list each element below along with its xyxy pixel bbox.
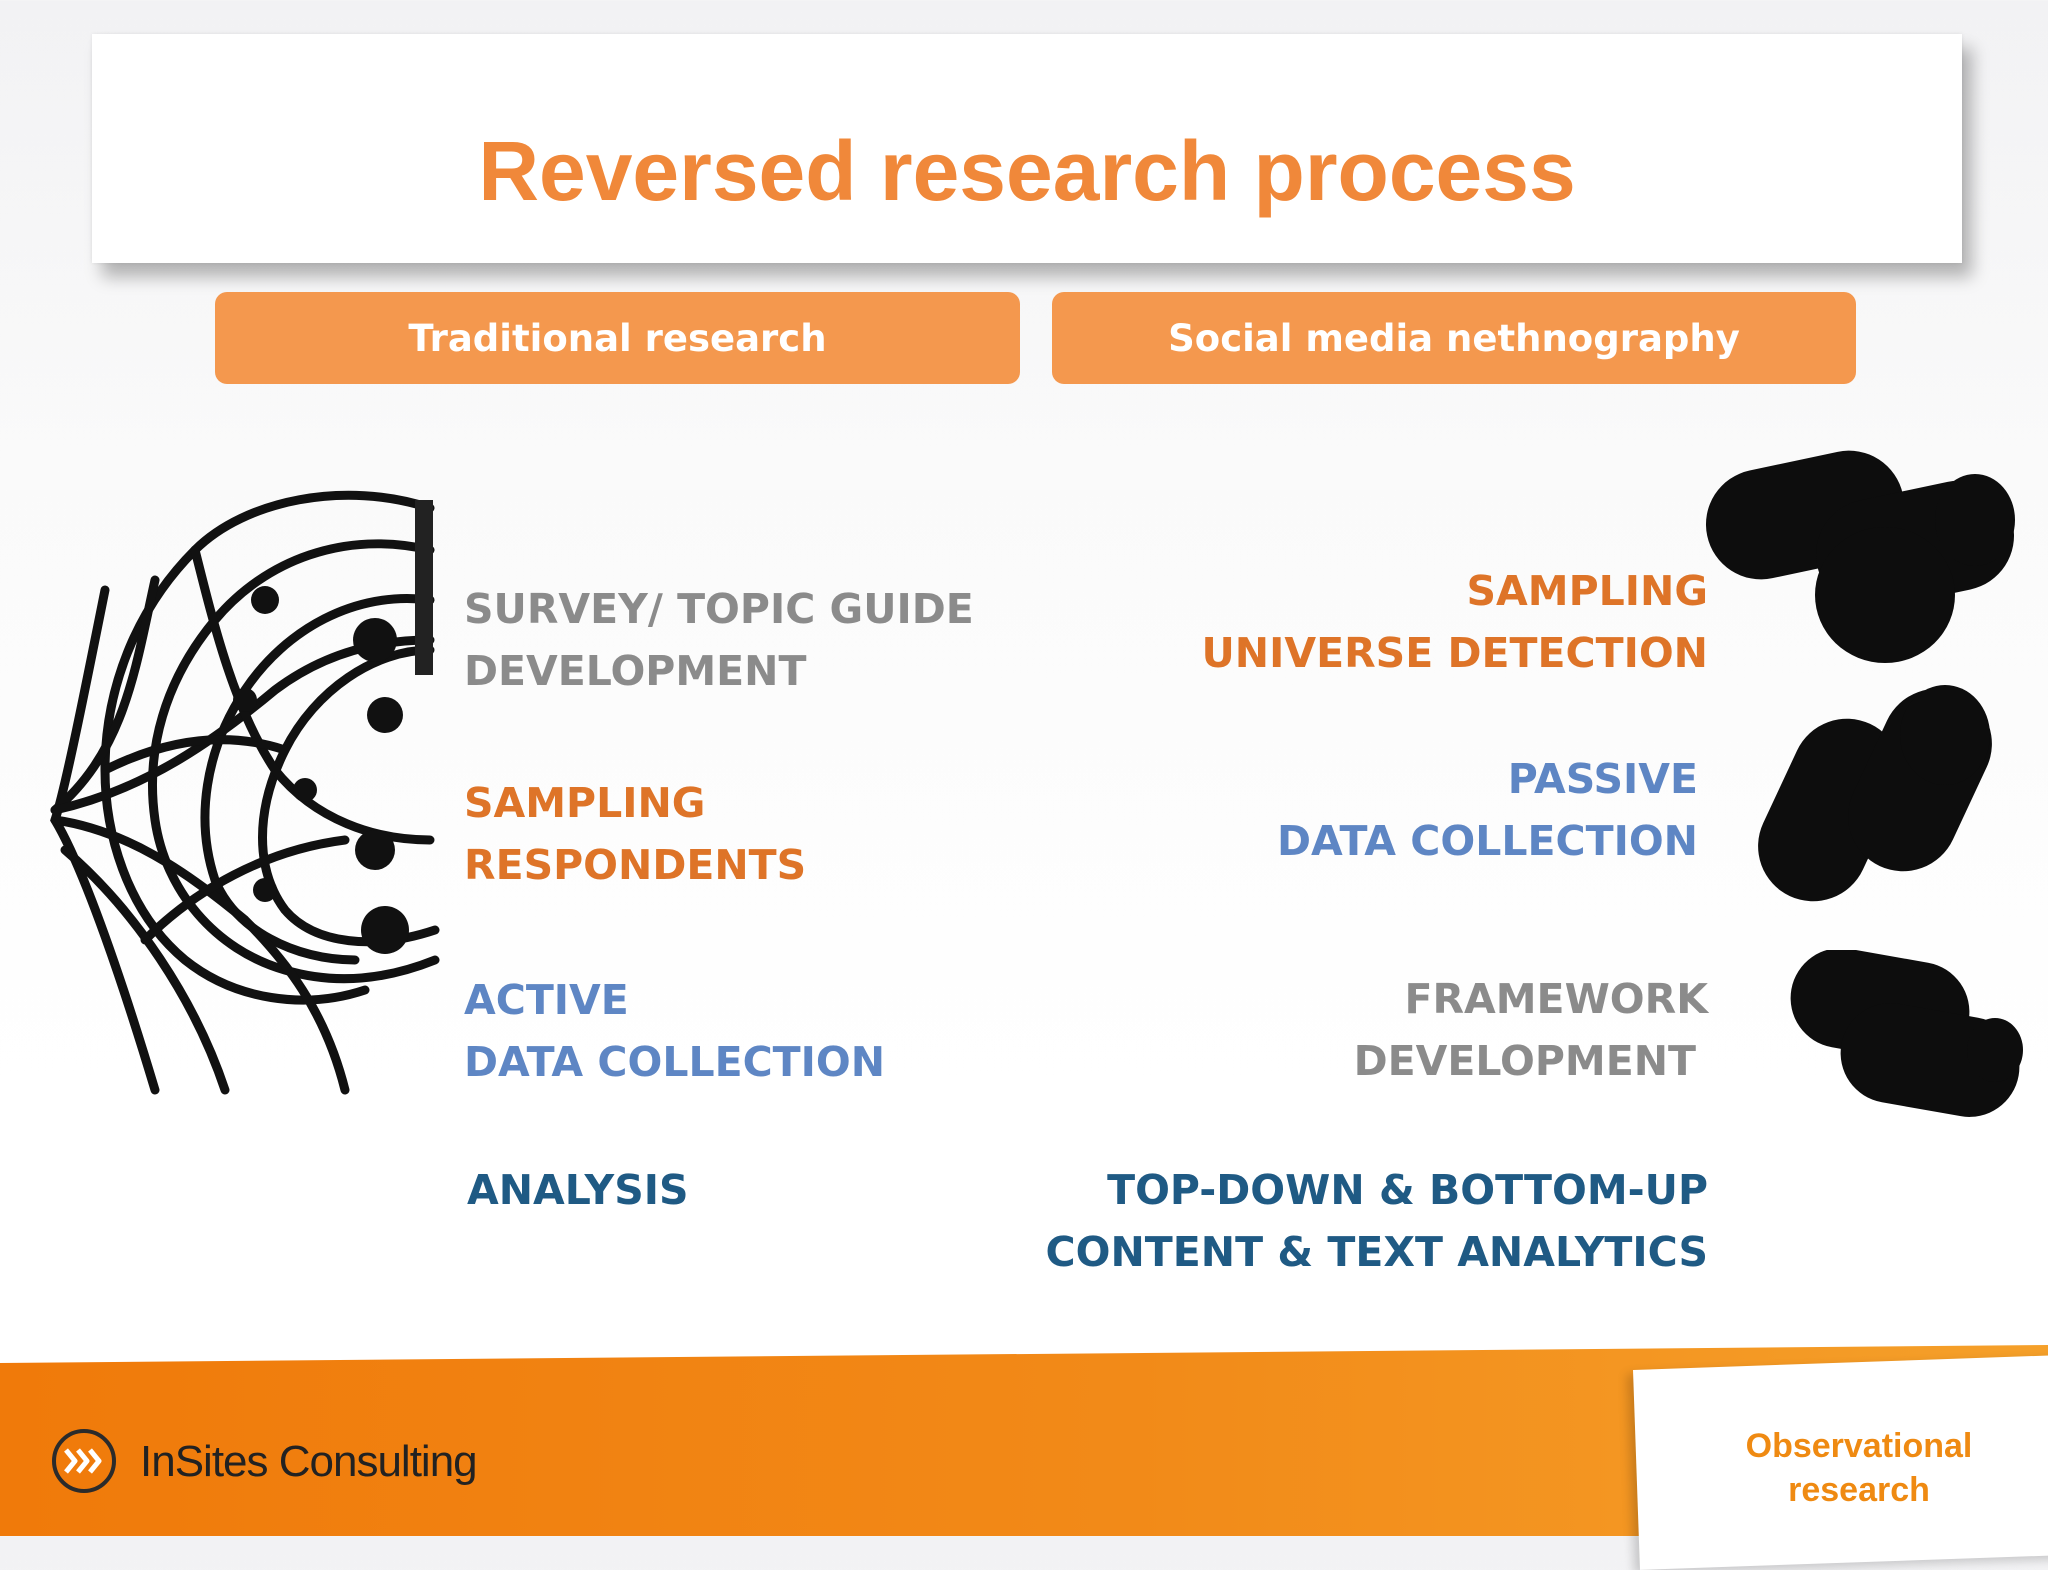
binoculars-icon [1758,685,1992,902]
section-label: Observational research [1700,1424,2018,1512]
step-line: DEVELOPMENT [1353,1037,1696,1085]
nethnography-step-framework-development: FRAMEWORK DEVELOPMENT [1150,968,1708,1092]
step-line: ACTIVE [464,976,629,1024]
step-line: CONTENT & TEXT ANALYTICS [1045,1228,1708,1276]
nethnography-step-sampling: SAMPLING UNIVERSE DETECTION [1150,560,1708,684]
step-line: FRAMEWORK [1404,975,1708,1023]
step-line: RESPONDENTS [464,841,807,889]
step-line: DEVELOPMENT [464,647,807,695]
step-line: ANALYSIS [467,1166,689,1214]
slide-title: Reversed research process [478,124,1576,218]
traditional-step-active-data-collection: ACTIVE DATA COLLECTION [464,969,885,1093]
step-line: TOP-DOWN & BOTTOM-UP [1107,1166,1708,1214]
step-line: DATA COLLECTION [464,1038,886,1086]
nethnography-step-analytics: TOP-DOWN & BOTTOM-UP CONTENT & TEXT ANAL… [1000,1159,1708,1283]
title-card: Reversed research process [92,34,1962,263]
step-line: SAMPLING [1466,567,1708,615]
traditional-research-header: Traditional research [215,292,1020,384]
section-label-line: research [1788,1471,1930,1509]
step-line: PASSIVE [1507,755,1698,803]
binoculars-icon [1790,950,2023,1117]
chevrons-icon [52,1429,116,1493]
traditional-step-survey-development: SURVEY/ TOPIC GUIDE DEVELOPMENT [464,578,974,702]
binoculars-icon [1705,450,2015,663]
company-logo-text: InSites Consulting [140,1437,478,1486]
section-label-line: Observational [1745,1427,1973,1465]
step-line: SAMPLING [464,779,706,827]
traditional-step-sampling: SAMPLING RESPONDENTS [464,772,806,896]
step-line: SURVEY/ TOPIC GUIDE [464,585,974,633]
traditional-step-analysis: ANALYSIS [467,1159,689,1221]
fishing-net-icon [50,490,440,1095]
step-line: UNIVERSE DETECTION [1201,629,1708,677]
step-line: DATA COLLECTION [1276,817,1698,865]
nethnography-step-passive-data-collection: PASSIVE DATA COLLECTION [1150,748,1698,872]
nethnography-header: Social media nethnography [1052,292,1856,384]
